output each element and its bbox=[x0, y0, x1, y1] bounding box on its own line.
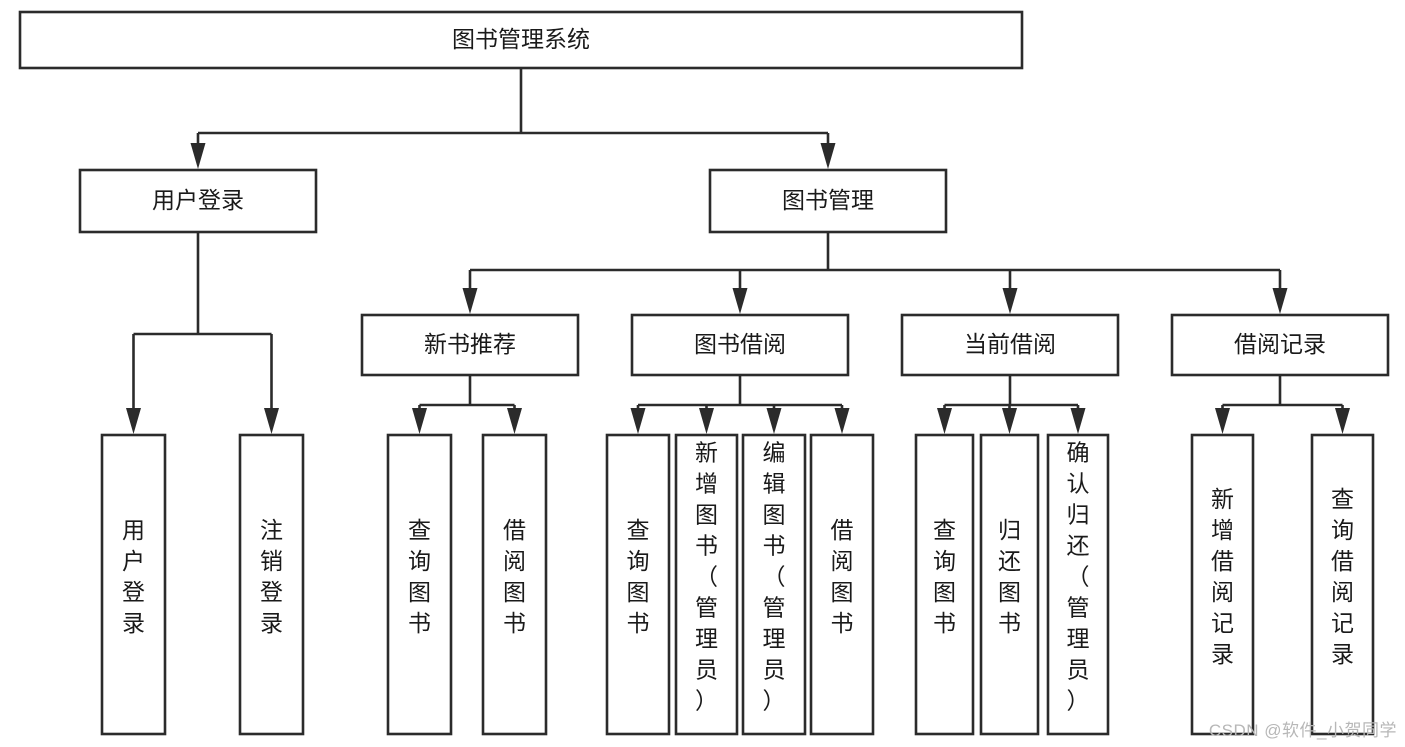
watermark-label: CSDN @软件_小贺同学 bbox=[1208, 721, 1397, 740]
node-leaf-query-book-rec[interactable]: 查询图书 bbox=[386, 433, 453, 736]
connector-group-borrow_record bbox=[1215, 375, 1350, 434]
node-label: 借阅记录 bbox=[1234, 331, 1326, 357]
node-label: 用户登录 bbox=[122, 517, 145, 636]
node-leaf-borrow-book[interactable]: 借阅图书 bbox=[809, 433, 875, 736]
node-box-current-borrow[interactable] bbox=[900, 313, 1120, 377]
node-box-leaf-edit-book[interactable] bbox=[741, 433, 807, 736]
arrow-head-icon bbox=[264, 408, 279, 434]
node-new-book-rec[interactable]: 新书推荐 bbox=[360, 313, 580, 377]
node-book-borrow[interactable]: 图书借阅 bbox=[630, 313, 850, 377]
node-box-leaf-return-book[interactable] bbox=[979, 433, 1040, 736]
node-leaf-query-record[interactable]: 查询借阅记录 bbox=[1310, 433, 1375, 736]
arrow-head-icon bbox=[1002, 288, 1018, 314]
arrow-head-icon bbox=[820, 143, 836, 169]
node-label: 查询图书 bbox=[627, 517, 650, 636]
node-box-leaf-borrow-book[interactable] bbox=[809, 433, 875, 736]
node-label: 注销登录 bbox=[260, 517, 283, 636]
arrow-head-icon bbox=[1215, 408, 1230, 434]
node-label: 图书借阅 bbox=[694, 331, 786, 357]
connector-group-current_borrow bbox=[937, 375, 1086, 434]
arrow-head-icon bbox=[834, 408, 850, 434]
node-root[interactable]: 图书管理系统 bbox=[18, 10, 1024, 70]
arrow-head-icon bbox=[1335, 408, 1350, 434]
arrow-head-icon bbox=[126, 408, 141, 434]
node-leaf-query-book-cur[interactable]: 查询图书 bbox=[914, 433, 975, 736]
node-box-root[interactable] bbox=[18, 10, 1024, 70]
node-leaf-user-login[interactable]: 用户登录 bbox=[100, 433, 167, 736]
node-label: 借阅图书 bbox=[503, 517, 526, 636]
node-box-leaf-add-book[interactable] bbox=[674, 433, 739, 736]
node-box-user-login[interactable] bbox=[78, 168, 318, 234]
node-box-leaf-query-book-cur[interactable] bbox=[914, 433, 975, 736]
arrow-head-icon bbox=[412, 408, 427, 434]
node-layer: 图书管理系统用户登录图书管理新书推荐图书借阅当前借阅借阅记录用户登录注销登录查询… bbox=[18, 10, 1390, 736]
node-user-login[interactable]: 用户登录 bbox=[78, 168, 318, 234]
node-box-leaf-confirm-return[interactable] bbox=[1046, 433, 1110, 736]
node-label: 确认归还（管理员） bbox=[1067, 440, 1090, 714]
arrow-head-icon bbox=[1272, 288, 1288, 314]
connector-group-user_login bbox=[126, 232, 279, 434]
connector-group-book_manage bbox=[462, 232, 1288, 314]
node-box-book-manage[interactable] bbox=[708, 168, 948, 234]
node-leaf-add-record[interactable]: 新增借阅记录 bbox=[1190, 433, 1255, 736]
node-borrow-record[interactable]: 借阅记录 bbox=[1170, 313, 1390, 377]
node-label: 当前借阅 bbox=[964, 331, 1056, 357]
node-box-leaf-query-book-rec[interactable] bbox=[386, 433, 453, 736]
arrow-head-icon bbox=[732, 288, 748, 314]
node-leaf-edit-book[interactable]: 编辑图书（管理员） bbox=[741, 433, 807, 736]
arrow-head-icon bbox=[507, 408, 522, 434]
node-box-leaf-user-login[interactable] bbox=[100, 433, 167, 736]
node-label: 查询图书 bbox=[933, 517, 956, 636]
node-box-borrow-record[interactable] bbox=[1170, 313, 1390, 377]
node-leaf-add-book[interactable]: 新增图书（管理员） bbox=[674, 433, 739, 736]
connector-layer bbox=[126, 68, 1350, 434]
node-box-leaf-query-record[interactable] bbox=[1310, 433, 1375, 736]
node-box-leaf-add-record[interactable] bbox=[1190, 433, 1255, 736]
node-box-book-borrow[interactable] bbox=[630, 313, 850, 377]
arrow-head-icon bbox=[937, 408, 952, 434]
node-label: 归还图书 bbox=[998, 517, 1021, 636]
arrow-head-icon bbox=[190, 143, 206, 169]
node-label: 编辑图书（管理员） bbox=[763, 440, 786, 714]
connector-group-root bbox=[190, 68, 836, 169]
connector-group-book_borrow bbox=[630, 375, 850, 434]
node-current-borrow[interactable]: 当前借阅 bbox=[900, 313, 1120, 377]
node-label: 查询图书 bbox=[408, 517, 431, 636]
node-label: 图书管理 bbox=[782, 187, 874, 213]
node-book-manage[interactable]: 图书管理 bbox=[708, 168, 948, 234]
node-label: 新书推荐 bbox=[424, 331, 516, 357]
arrow-head-icon bbox=[462, 288, 478, 314]
arrow-head-icon bbox=[1002, 408, 1017, 434]
node-box-leaf-query-book-borrow[interactable] bbox=[605, 433, 671, 736]
node-leaf-query-book-borrow[interactable]: 查询图书 bbox=[605, 433, 671, 736]
node-leaf-logout[interactable]: 注销登录 bbox=[238, 433, 305, 736]
node-label: 查询借阅记录 bbox=[1331, 486, 1354, 667]
connector-group-new_book_rec bbox=[412, 375, 522, 434]
node-leaf-borrow-book-rec[interactable]: 借阅图书 bbox=[481, 433, 548, 736]
node-label: 用户登录 bbox=[152, 187, 244, 213]
node-box-new-book-rec[interactable] bbox=[360, 313, 580, 377]
node-leaf-return-book[interactable]: 归还图书 bbox=[979, 433, 1040, 736]
arrow-head-icon bbox=[699, 408, 714, 434]
arrow-head-icon bbox=[766, 408, 782, 434]
node-label: 新增借阅记录 bbox=[1211, 486, 1234, 667]
node-box-leaf-logout[interactable] bbox=[238, 433, 305, 736]
node-leaf-confirm-return[interactable]: 确认归还（管理员） bbox=[1046, 433, 1110, 736]
node-label: 借阅图书 bbox=[831, 517, 854, 636]
node-box-leaf-borrow-book-rec[interactable] bbox=[481, 433, 548, 736]
node-label: 新增图书（管理员） bbox=[695, 440, 718, 714]
arrow-head-icon bbox=[1070, 408, 1086, 434]
node-label: 图书管理系统 bbox=[452, 26, 590, 52]
arrow-head-icon bbox=[630, 408, 646, 434]
